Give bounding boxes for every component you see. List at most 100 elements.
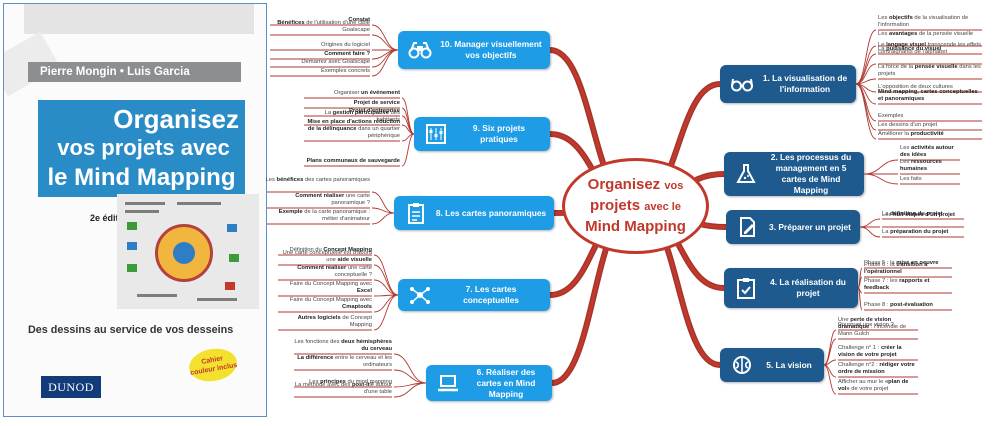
topic-vision[interactable]: 5. La vision (720, 348, 824, 382)
leaf-text: de la carte panoramique : métier d'anima… (302, 209, 370, 222)
leaf-item[interactable]: Origines du logiciel (270, 42, 370, 49)
leaf-item[interactable]: Les ressources humaines (900, 159, 960, 173)
leaf-connector (371, 212, 395, 225)
leaf-item[interactable]: La préparation du projet (882, 229, 964, 236)
cover-illustration (117, 194, 259, 309)
leaf-text: La (324, 110, 333, 116)
leaf-item[interactable]: Projet de service (304, 100, 400, 107)
leaf-item[interactable]: Mise en place d'actions réduction de la … (304, 119, 400, 140)
leaf-item[interactable]: Comment réaliser une carte panoramique ? (264, 193, 370, 207)
leaf-item[interactable]: Améliorer la productivité (878, 131, 982, 138)
leaf-item[interactable]: Phase 6 : la transition à l'opérationnel (864, 262, 952, 276)
leaf-item[interactable]: La méthode avec des post-it® autour d'un… (294, 382, 392, 396)
leaf-item[interactable]: Phase 8 : post-évaluation (864, 302, 952, 309)
topic-processus[interactable]: 2. Les processus du management en 5 cart… (724, 152, 864, 196)
book-title: Organisez vos projets avec le Mind Mappi… (38, 100, 245, 197)
leaf-item[interactable]: La gestion participative des habitants (304, 110, 400, 124)
topic-realiser-cartes[interactable]: 6. Réaliser des cartes en Mind Mapping (426, 365, 552, 401)
leaf-item[interactable]: Constat (270, 17, 370, 24)
leaf-item[interactable]: Une perte de vision dramatique : l'incen… (838, 317, 918, 338)
leaf-item[interactable]: Bénéfices de l'utilisation d'une cible G… (270, 20, 370, 34)
leaf-item[interactable]: L'opposition de deux cultures (878, 84, 982, 91)
leaf-text-bold: principes (320, 379, 346, 385)
network-icon (410, 287, 430, 304)
illustration-block (127, 222, 137, 230)
leaf-text: des habitants (376, 110, 400, 123)
leaf-connector (859, 226, 881, 238)
leaf-text: une carte panoramique ? (331, 193, 370, 206)
leaf-item[interactable]: Les activités autour des idées (900, 145, 960, 159)
leaf-text-bold: aide visuelle (337, 257, 372, 263)
leaf-text-bold: Autres logiciels (297, 315, 341, 321)
leaf-item[interactable]: La force de la pensée visuelle dans les … (878, 64, 982, 78)
leaf-item[interactable]: Définition du Concept Mapping (278, 247, 372, 254)
leaf-item[interactable]: Les faits (900, 176, 960, 183)
leaf-text: des cartes panoramiques (303, 177, 370, 183)
leaf-item[interactable]: Les bénéfices des cartes panoramiques (264, 177, 370, 184)
leaf-item[interactable]: Exemple de la carte panoramique : métier… (264, 209, 370, 223)
book-cover: Pierre Mongin • Luis Garcia Organisez vo… (3, 3, 267, 417)
illustration-line (125, 202, 165, 205)
leaf-item[interactable]: Projet d'entreprise (304, 108, 400, 115)
leaf-item[interactable]: Une carte conceptuelle est d'abord une a… (278, 250, 372, 264)
leaf-item[interactable]: La puissance du visuel (878, 46, 982, 53)
leaf-item[interactable]: Exemples (878, 113, 982, 120)
leaf-item[interactable]: Les principes du mind mapping (294, 379, 392, 386)
leaf-item[interactable]: Mind mapping, cartes conceptuelles et pa… (878, 89, 982, 103)
topic-realisation[interactable]: 4. La réalisation du projet (724, 268, 858, 308)
leaf-text-bold: Mind mapping, cartes conceptuelles et pa… (878, 89, 978, 102)
leaf-text-bold: pensée visuelle (914, 64, 958, 70)
topic-manager-objectifs[interactable]: 10. Manager visuellement vos objectifs (398, 31, 550, 69)
topic-cartes-panoramiques[interactable]: 8. Les cartes panoramiques (394, 196, 554, 230)
leaf-item[interactable]: Les dessins d'un projet (878, 122, 982, 129)
leaf-connector (401, 97, 415, 135)
central-node[interactable]: Organisez vos projets avec le Mind Mappi… (562, 158, 709, 254)
leaf-item[interactable]: Faire du Concept Mapping avec Excel (278, 281, 372, 295)
leaf-item[interactable]: Faire du Concept Mapping avec Cmaptools (278, 297, 372, 311)
leaf-text-bold: bénéfices (276, 177, 304, 183)
topic-label: 8. Les cartes panoramiques (435, 207, 547, 218)
leaf-item[interactable]: Organiser un événement (304, 90, 400, 97)
leaf-item[interactable]: Challenge n° 1 : créer la vision de votr… (838, 345, 918, 359)
leaf-item[interactable]: Les objectifs de la visualisation de l'i… (878, 15, 982, 29)
topic-preparer[interactable]: 3. Préparer un projet (726, 210, 860, 244)
leaf-item[interactable]: Demarrez avec Goalscape (270, 59, 370, 66)
illustration-hub (173, 242, 195, 264)
leaf-text-bold: perte de vision dramatique (838, 317, 892, 330)
leaf-text: de la pensée visuelle (917, 31, 974, 37)
leaf-item[interactable]: Pourquoi une vision ? (838, 322, 918, 329)
illustration-line (137, 294, 177, 297)
leaf-text-bold: Projet d'entreprise (349, 108, 400, 114)
topic-cartes-conceptuelles[interactable]: 7. Les cartes conceptuelles (398, 279, 550, 311)
leaf-text: Phase 5 : la (864, 260, 897, 266)
book-title-line3: le Mind Mapping (47, 164, 236, 191)
leaf-item[interactable]: Challenge n°2 : rédiger votre ordre de m… (838, 362, 918, 376)
glasses-icon (731, 78, 753, 92)
leaf-item[interactable]: Le langage visuel transcende les effets … (878, 42, 982, 56)
leaf-item[interactable]: Plans communaux de sauvegarde (304, 158, 400, 165)
leaf-item[interactable]: Phase 7 : les rapports et feedback (864, 278, 952, 292)
leaf-connector (371, 24, 399, 51)
leaf-item[interactable]: Afficher au mur le «plan de vol» de votr… (838, 379, 918, 393)
topic-projets-pratiques[interactable]: 9. Six projets pratiques (414, 117, 550, 151)
topic-visualisation[interactable]: 1. La visualisation de l'information (720, 65, 856, 103)
leaf-item[interactable]: Les avantages de la pensée visuelle (878, 31, 982, 38)
leaf-text: Organiser (333, 90, 362, 96)
leaf-item[interactable]: Comment faire ? (270, 51, 370, 58)
leaf-item[interactable]: Phase 5 : la mise en oeuvre (864, 260, 952, 267)
leaf-item[interactable]: La différence entre le cerveau et les or… (294, 355, 392, 369)
leaf-item[interactable]: Autres logiciels de Concept Mapping (278, 315, 372, 329)
leaf-text-bold: Comment faire ? (324, 51, 370, 57)
leaf-text: La (882, 211, 891, 217)
leaf-item[interactable]: Exemples concrets (270, 68, 370, 75)
leaf-text: La (878, 46, 887, 52)
pen-paper-icon (740, 217, 755, 237)
leaf-text-bold: Bénéfices (277, 20, 305, 26)
leaf-item[interactable]: La définition du projet (882, 211, 964, 218)
leaf-item[interactable]: Les huit étapes d'un projet (882, 212, 964, 219)
leaf-connector (373, 294, 399, 313)
illustration-block (127, 264, 137, 272)
leaf-item[interactable]: Comment réaliser une carte conceptuelle … (278, 265, 372, 279)
central-line1-small: vos (664, 180, 684, 192)
leaf-item[interactable]: Les fonctions des deux hémisphères du ce… (294, 339, 392, 353)
